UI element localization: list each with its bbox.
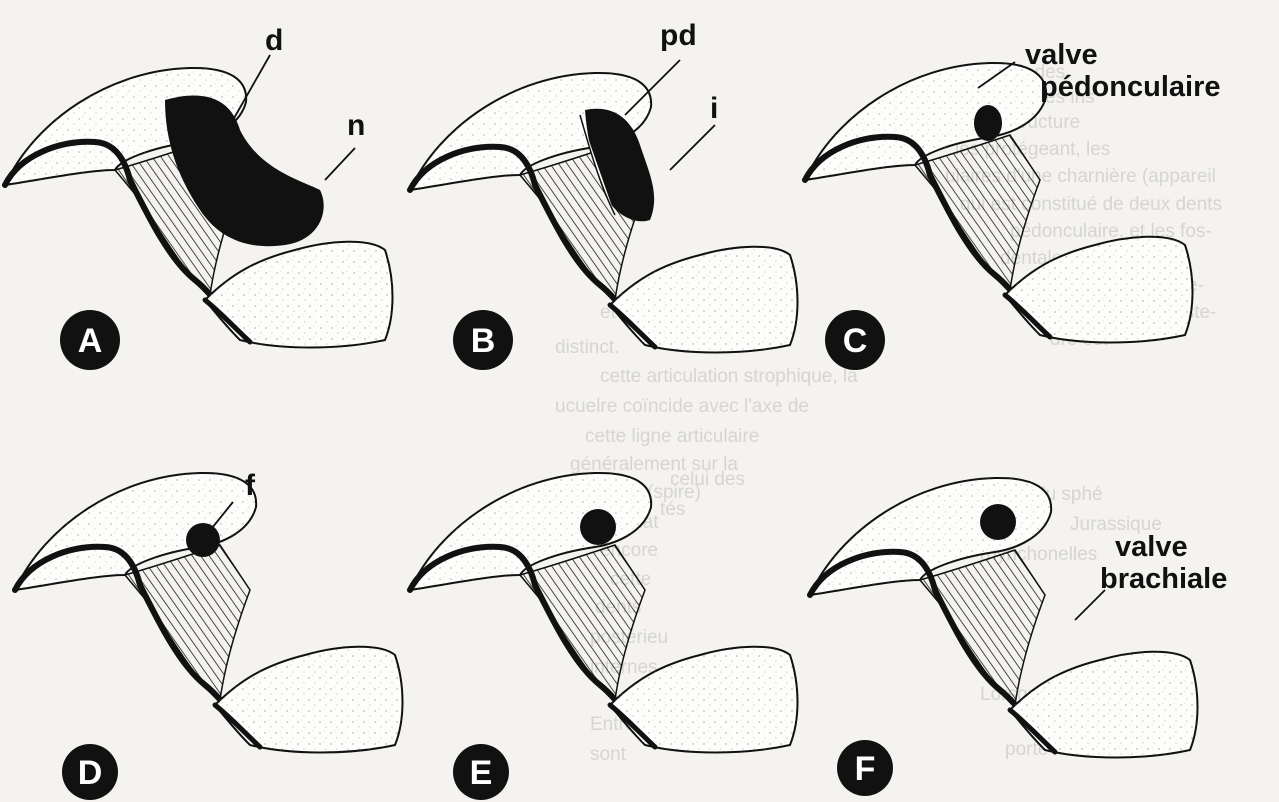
svg-text:D: D [78,754,103,792]
pedicle-foramen [580,509,616,545]
svg-text:distinct.: distinct. [555,337,619,358]
svg-text:B: B [471,322,496,360]
label-pd: pd [660,19,697,52]
svg-text:cette ligne articulaire: cette ligne articulaire [585,426,759,447]
panel-c-badge: C [825,310,885,370]
pedicle-foramen [186,523,220,557]
label-n: n [347,109,365,142]
label-valve-brachiale-line2: brachiale [1100,563,1227,595]
leader-n [325,148,355,180]
svg-text:ucuelre coïncide avec l'axe de: ucuelre coïncide avec l'axe de [555,396,809,417]
panel-f-badge: F [837,740,893,796]
panel-d-shell-drawing [15,473,403,753]
pedicle-foramen [974,105,1002,141]
panel-d [15,473,403,753]
panel-e-badge: E [453,744,509,800]
panel-e-shell-drawing [410,473,798,753]
svg-text:tés: tés [660,499,685,520]
svg-text:F: F [855,750,876,788]
panel-a-shell-drawing [5,68,393,348]
svg-text:C: C [843,322,868,360]
svg-text:sont: sont [590,744,627,765]
label-d: d [265,24,283,57]
panel-a-badge: A [60,310,120,370]
panel-b-badge: B [453,310,513,370]
panel-a [5,68,393,348]
svg-text:pédonculaire, et les fos-: pédonculaire, et les fos- [1010,221,1212,242]
svg-text:celui des: celui des [670,469,745,490]
leader-i [670,125,715,170]
panel-d-badge: D [62,744,118,800]
panel-e [410,473,798,753]
label-valve-brachiale-line1: valve [1115,531,1188,563]
label-valve-pedonculaire-line1: valve [1025,39,1098,71]
svg-text:E: E [470,754,493,792]
svg-text:cette articulation strophique,: cette articulation strophique, la [600,366,858,387]
label-valve-pedonculaire-line2: pédonculaire [1040,71,1221,103]
svg-text:A: A [78,322,103,360]
pedicle-foramen [980,504,1016,540]
label-i: i [710,92,718,125]
label-f: f [245,469,256,502]
